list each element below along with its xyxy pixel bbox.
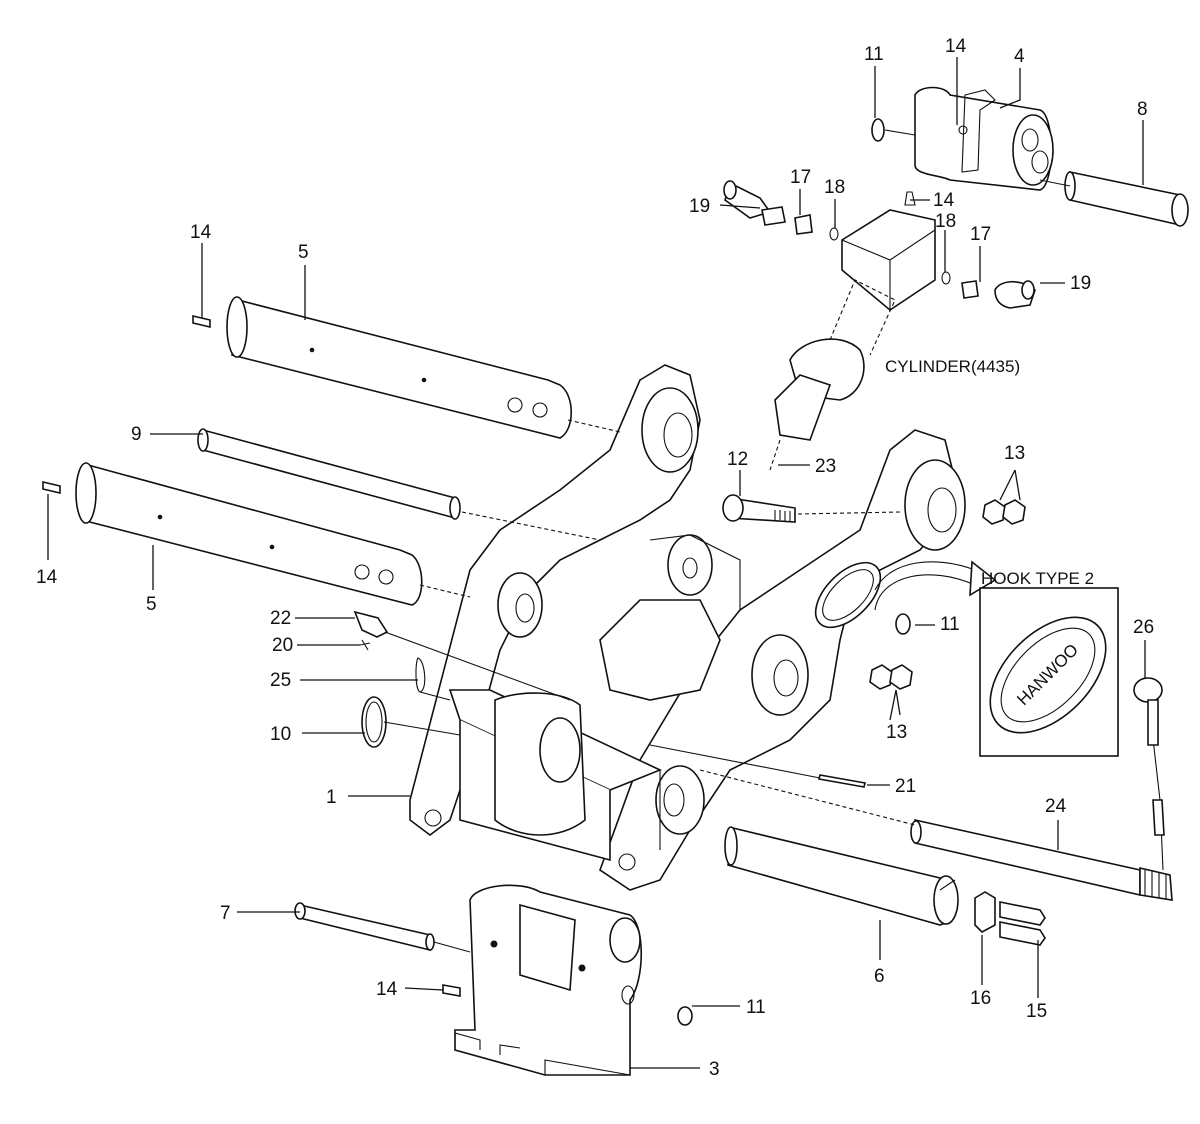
bolt-12: [722, 494, 901, 523]
pin-7: [294, 902, 471, 953]
leader-lines: [47, 57, 1146, 1069]
pin-8: [1039, 171, 1189, 227]
ring-11-bottom: [677, 1006, 693, 1026]
main-frame: [409, 364, 997, 891]
callout-5-upper: 5: [298, 242, 309, 263]
callout-18-right: 18: [935, 211, 956, 232]
callout-1: 1: [326, 787, 337, 808]
plate-16-bolts-15: [974, 891, 1046, 946]
callout-25: 25: [270, 670, 291, 691]
hook-part-3: [454, 884, 643, 1076]
callout-14-upper-left: 14: [190, 222, 212, 243]
callouts: 11 14 4 8 17 18 19 14 18 17 19 14 5 9 14…: [36, 36, 1154, 1080]
callout-24: 24: [1045, 796, 1067, 817]
callout-11-mid: 11: [940, 614, 960, 635]
callout-15: 15: [1026, 1001, 1047, 1022]
callout-13-lower: 13: [886, 722, 907, 743]
callout-21: 21: [895, 776, 916, 797]
nuts-13-lower: [869, 664, 913, 690]
callout-14-bottom: 14: [376, 979, 398, 1000]
callout-9: 9: [131, 424, 142, 445]
callout-6: 6: [874, 966, 885, 987]
callout-11-top: 11: [864, 44, 884, 65]
callout-16: 16: [970, 988, 991, 1009]
callout-12: 12: [727, 449, 748, 470]
ring-11-mid: [895, 613, 911, 635]
pin-6: [724, 826, 959, 926]
bracket-4: [884, 86, 1054, 191]
nuts-13-upper: [982, 499, 1026, 525]
callout-18-left: 18: [824, 177, 845, 198]
callout-20: 20: [272, 635, 293, 656]
callout-19-left: 19: [689, 196, 710, 217]
cylinder-label: CYLINDER(4435): [885, 357, 1020, 376]
callout-14-lower-left: 14: [36, 567, 58, 588]
small-parts: [353, 610, 866, 788]
hook-type-2-inset: HANWOO HOOK TYPE 2: [979, 569, 1119, 757]
fittings: [723, 180, 1036, 309]
pin-5-upper: [226, 296, 621, 439]
callout-4: 4: [1014, 46, 1025, 67]
pin-24: [699, 769, 1173, 901]
callout-10: 10: [270, 724, 291, 745]
callout-17-left: 17: [790, 167, 811, 188]
callout-11-bottom: 11: [746, 997, 766, 1018]
callout-23: 23: [815, 456, 836, 477]
snap-ring-10: [361, 696, 461, 748]
callout-22: 22: [270, 608, 291, 629]
callout-14-top: 14: [945, 36, 967, 57]
callout-8: 8: [1137, 99, 1148, 120]
callout-26: 26: [1133, 617, 1154, 638]
callout-17-right: 17: [970, 224, 991, 245]
lanyard-26: [1133, 677, 1165, 871]
callout-19-right: 19: [1070, 273, 1091, 294]
cylinder-assembly: CYLINDER(4435): [769, 209, 1020, 471]
set-screw-14-lower-left: [42, 480, 61, 495]
set-screw-14-bottom: [442, 984, 461, 997]
callout-5-lower: 5: [146, 594, 157, 615]
callout-3: 3: [709, 1059, 720, 1080]
hook-type-label: HOOK TYPE 2: [981, 569, 1094, 588]
set-screw-14-upper-left: [192, 314, 211, 329]
callout-14-cylinder: 14: [933, 190, 955, 211]
pin-5-lower: [75, 462, 471, 606]
callout-7: 7: [220, 903, 231, 924]
ring-11-top: [871, 118, 885, 142]
callout-13-upper: 13: [1004, 443, 1025, 464]
